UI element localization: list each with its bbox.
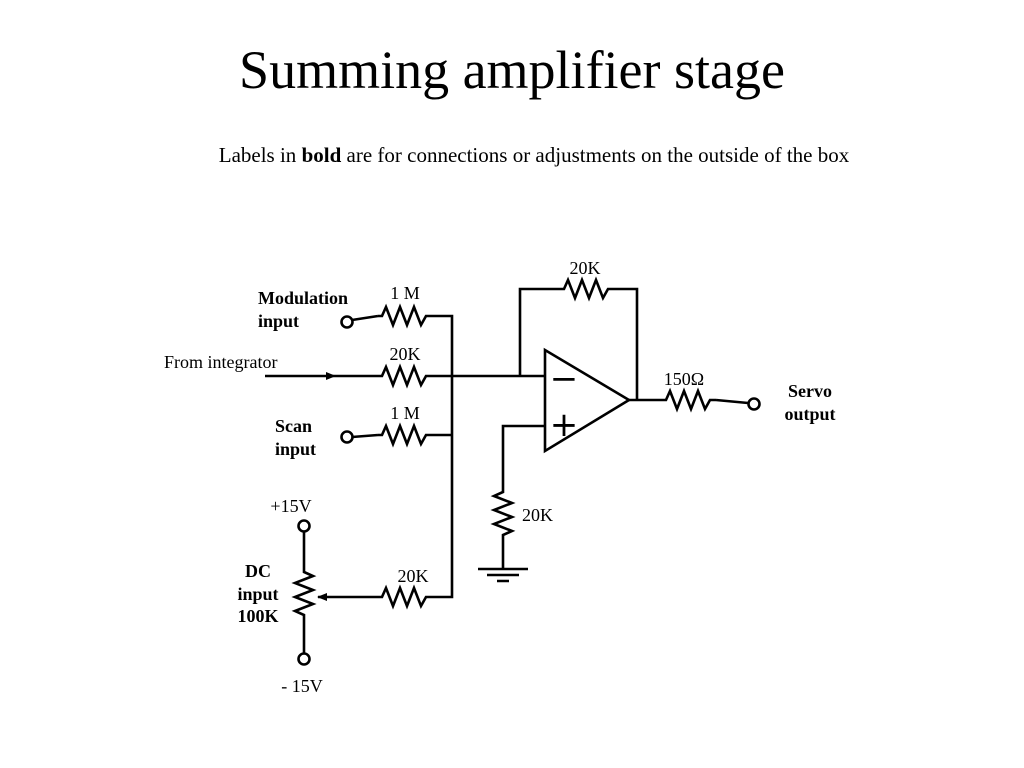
- scan-input-wire: [351, 433, 379, 439]
- scan-input-label-line1: Scan: [275, 416, 312, 436]
- modulation-input-label-line1: Modulation: [258, 288, 348, 308]
- dc-input-label-line2: input: [237, 584, 278, 604]
- ground-resistor-label: 20K: [522, 505, 553, 525]
- feedback-right-wire: [614, 287, 639, 400]
- modulation-resistor-label: 1 M: [390, 283, 420, 303]
- opamp-triangle: [543, 347, 632, 454]
- output-resistor: [662, 387, 716, 413]
- integrator-resistor-label: 20K: [390, 344, 421, 364]
- servo-output-terminal[interactable]: [747, 397, 761, 411]
- feedback-resistor: [560, 276, 614, 302]
- scan-resistor-label: 1 M: [390, 403, 420, 423]
- servo-output-label-line2: output: [784, 404, 835, 424]
- servo-output-label-line1: Servo: [788, 381, 832, 401]
- dc-input-potentiometer: [291, 568, 317, 619]
- noninverting-input-wire: [501, 424, 545, 488]
- modulation-input-wire: [351, 314, 379, 322]
- modulation-resistor: [378, 303, 432, 329]
- from-integrator-label: From integrator: [164, 352, 277, 372]
- slide-title: Summing amplifier stage: [239, 40, 785, 100]
- integrator-resistor: [378, 363, 432, 389]
- feedback-left-wire: [518, 287, 560, 376]
- summing-bus-wire: [432, 314, 454, 599]
- modulation-input-label-line2: input: [258, 311, 299, 331]
- dc-resistor-label: 20K: [398, 566, 429, 586]
- scan-resistor: [378, 422, 432, 448]
- opamp-inverting-sign: −: [550, 359, 579, 399]
- ground-symbol: [478, 567, 528, 583]
- subtitle-bold-word: bold: [301, 143, 342, 167]
- servo-output-wire: [715, 398, 749, 405]
- output-resistor-label: 150Ω: [664, 369, 704, 389]
- dc-resistor: [378, 584, 432, 610]
- scan-input-label-line2: input: [275, 439, 316, 459]
- plus-supply-terminal[interactable]: [297, 519, 311, 533]
- subtitle-prefix: Labels in: [218, 143, 302, 167]
- scan-input-terminal[interactable]: [340, 430, 354, 444]
- minus-supply-label: - 15V: [281, 676, 323, 696]
- subtitle-suffix: are for connections or adjustments on th…: [341, 143, 850, 167]
- dc-input-label-line1: DC: [245, 561, 271, 581]
- modulation-input-terminal[interactable]: [340, 315, 354, 329]
- minus-supply-terminal[interactable]: [297, 652, 311, 666]
- slide-subtitle: Labels in bold are for connections or ad…: [0, 142, 1024, 168]
- plus-supply-label: +15V: [270, 496, 311, 516]
- ground-resistor: [490, 488, 516, 540]
- feedback-resistor-label: 20K: [570, 258, 601, 278]
- opamp-noninverting-sign: +: [550, 405, 579, 445]
- dc-input-label-line3: 100K: [237, 606, 278, 626]
